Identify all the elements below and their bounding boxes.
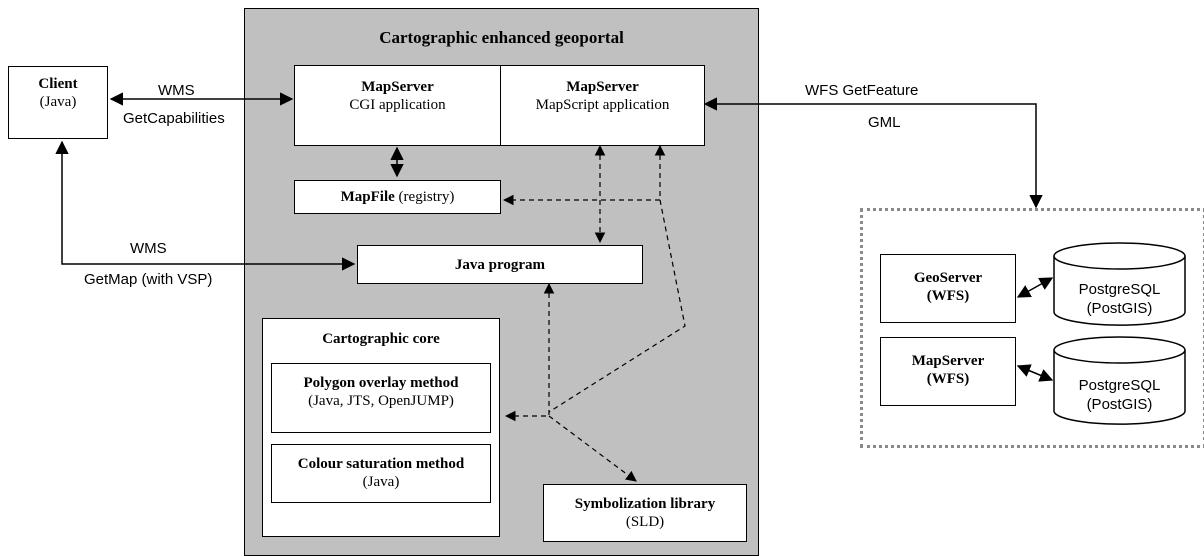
mapserver-mapscript-box: MapServer MapScript application (500, 65, 705, 146)
symbolization-library-title: Symbolization library (574, 496, 716, 512)
postgres-1-name: PostgreSQL (1078, 281, 1161, 298)
java-program-label: Java program (454, 257, 546, 273)
mapserver-wfs-subtitle: (WFS) (926, 371, 970, 387)
postgres-1-ext: (PostGIS) (1086, 300, 1153, 317)
postgres-2-ext: (PostGIS) (1086, 396, 1153, 413)
edge-mapscript-mapfile (502, 144, 666, 206)
edge-mapserver-postgres (1016, 364, 1054, 382)
polygon-overlay-title: Polygon overlay method (303, 375, 459, 391)
edge-label-getcapabilities: GetCapabilities (123, 110, 225, 127)
postgres-1-label: PostgreSQL (PostGIS) (1054, 280, 1185, 318)
java-program-box: Java program (357, 245, 643, 284)
geoserver-subtitle: (WFS) (926, 288, 970, 304)
mapserver-wfs-box: MapServer (WFS) (880, 337, 1016, 406)
mapserver-wfs-title: MapServer (911, 353, 985, 369)
edge-wfs-getfeature (703, 97, 1043, 209)
client-subtitle: (Java) (39, 94, 77, 110)
postgres-2-label: PostgreSQL (PostGIS) (1054, 376, 1185, 414)
client-title: Client (38, 76, 78, 92)
geoserver-box: GeoServer (WFS) (880, 254, 1016, 323)
edge-java-core (504, 282, 555, 422)
mapserver-cgi-box: MapServer CGI application (294, 65, 501, 146)
colour-saturation-title: Colour saturation method (297, 456, 465, 472)
edge-label-wms1: WMS (158, 82, 195, 99)
cartographic-core-title: Cartographic core (322, 331, 440, 347)
edge-mapscript-core (548, 199, 686, 413)
polygon-overlay-subtitle: (Java, JTS, OpenJUMP) (308, 393, 454, 409)
postgres-2-name: PostgreSQL (1078, 377, 1161, 394)
edge-geoserver-postgres (1016, 277, 1054, 298)
postgres-cylinder-1 (1053, 242, 1186, 326)
colour-saturation-subtitle: (Java) (362, 474, 400, 490)
edge-label-getmap: GetMap (with VSP) (84, 271, 213, 288)
edge-label-wms2: WMS (130, 240, 167, 257)
geoserver-title: GeoServer (913, 270, 983, 286)
postgres-cylinder-2 (1053, 336, 1186, 425)
colour-saturation-box: Colour saturation method (Java) (271, 444, 491, 503)
edge-label-gml: GML (868, 114, 901, 131)
mapfile-box: MapFile (registry) (294, 180, 501, 214)
mapfile-title: MapFile (340, 189, 395, 205)
mapfile-subtitle: (registry) (394, 189, 455, 205)
symbolization-library-subtitle: (SLD) (625, 514, 665, 530)
mapserver-cgi-subtitle: CGI application (349, 97, 446, 113)
mapserver-mapscript-title: MapServer (566, 79, 639, 95)
symbolization-library-box: Symbolization library (SLD) (543, 484, 747, 542)
polygon-overlay-box: Polygon overlay method (Java, JTS, OpenJ… (271, 363, 491, 433)
edge-wms-getmap (55, 140, 356, 271)
mapserver-mapscript-subtitle: MapScript application (535, 97, 670, 113)
geoportal-title: Cartographic enhanced geoportal (379, 28, 624, 47)
edge-label-wfs-getfeature: WFS GetFeature (805, 82, 919, 99)
client-box: Client (Java) (8, 66, 108, 139)
edge-core-symbolization (548, 415, 637, 482)
mapserver-cgi-title: MapServer (361, 79, 434, 95)
